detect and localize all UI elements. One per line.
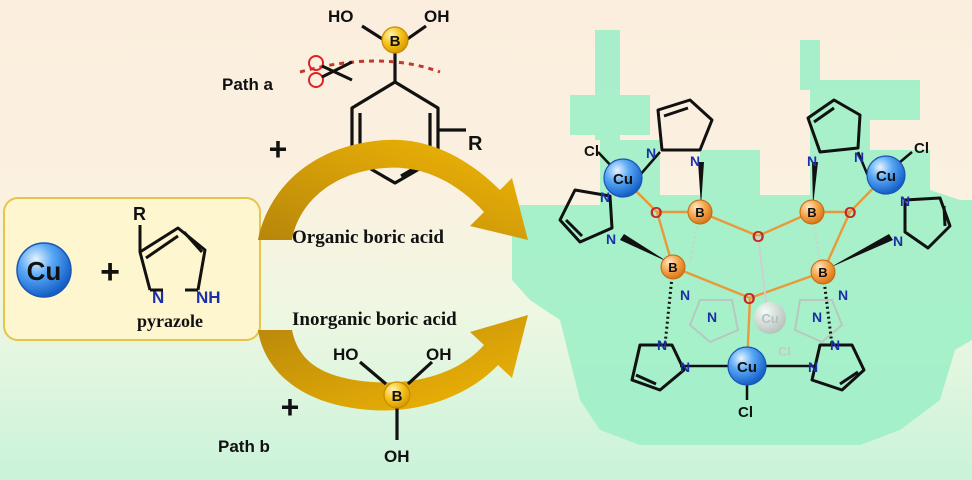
copper-ion [16,242,72,298]
back-copper-atom [754,302,786,334]
pyrazole-structure [138,225,207,292]
path-a-boron-label: B [390,33,401,50]
path-b-oh-label: OH [426,345,452,364]
n-label: N [854,149,864,165]
copper-label: Cu [613,171,633,188]
path-b-arrow-label: Inorganic boric acid [292,309,457,330]
reactant-plus: + [100,253,120,291]
path-b-ho-label: HO [333,345,359,364]
path-a-oh-label: OH [424,7,450,26]
copper-atom [603,158,643,198]
boric-acid [358,360,434,440]
pyrazole-n-label: N [152,288,164,307]
product-oxygen-labels: O O O O [650,205,856,308]
chloride-label: Cl [738,404,753,421]
n-label: N [680,287,690,303]
back-chloride-label: Cl [778,344,791,359]
n-label: N [600,189,610,205]
boron-label: B [668,260,677,275]
o-label: O [844,205,856,222]
n-label: N [812,309,822,325]
copper-label: Cu [737,359,757,376]
n-label: N [830,337,840,353]
path-b-arrow [258,315,528,411]
boron-atom [660,254,686,280]
copper-atom [866,155,906,195]
n-label: N [646,145,656,161]
pyrazole-name: pyrazole [137,311,203,331]
path-b-label: Path b [218,437,270,456]
path-b-oh-bottom-label: OH [384,447,410,466]
path-a-ho-label: HO [328,7,354,26]
chloride-label: Cl [914,140,929,157]
boron-label: B [807,205,816,220]
boron-atom [687,199,713,225]
copper-label: Cu [876,168,896,185]
n-label: N [657,337,667,353]
path-b-boron-label: B [392,388,403,405]
pyrazole-nh-label: NH [196,288,221,307]
boron-label: B [818,265,827,280]
n-label: N [893,233,903,249]
product-nitrogen-labels: N N N N N N N N N N N N N N N N [600,145,910,375]
o-label: O [752,229,764,246]
o-label: O [743,291,755,308]
scissors-icon [308,55,353,88]
n-label: N [807,153,817,169]
pyrazole-r-label: R [133,204,146,224]
n-label: N [900,193,910,209]
product-copper-atoms: Cu Cu Cu [603,155,906,386]
back-copper-label: Cu [761,311,778,326]
n-label: N [838,287,848,303]
path-a-label: Path a [222,75,274,94]
product-chloride-labels: Cl Cl Cl [584,140,929,421]
n-label: N [808,359,818,375]
boron-label: B [695,205,704,220]
copper-atom [727,346,767,386]
product-boron-atoms: B B B B [660,199,836,285]
path-a-arrow-label: Organic boric acid [292,227,444,248]
boron-atom [810,259,836,285]
copper-label: Cu [27,256,62,286]
n-label: N [606,231,616,247]
reactant-box [3,197,261,341]
o-label: O [650,205,662,222]
path-a-plus: + [269,131,288,167]
n-label: N [690,153,700,169]
boron-atom [799,199,825,225]
n-label: N [707,309,717,325]
path-b-plus: + [281,389,300,425]
chloride-label: Cl [584,143,599,160]
n-label: N [680,359,690,375]
path-b-boron-atom [383,381,411,409]
path-a-arrow [258,139,528,240]
path-a-boron-atom [381,26,409,54]
path-a-r-label: R [468,133,483,155]
